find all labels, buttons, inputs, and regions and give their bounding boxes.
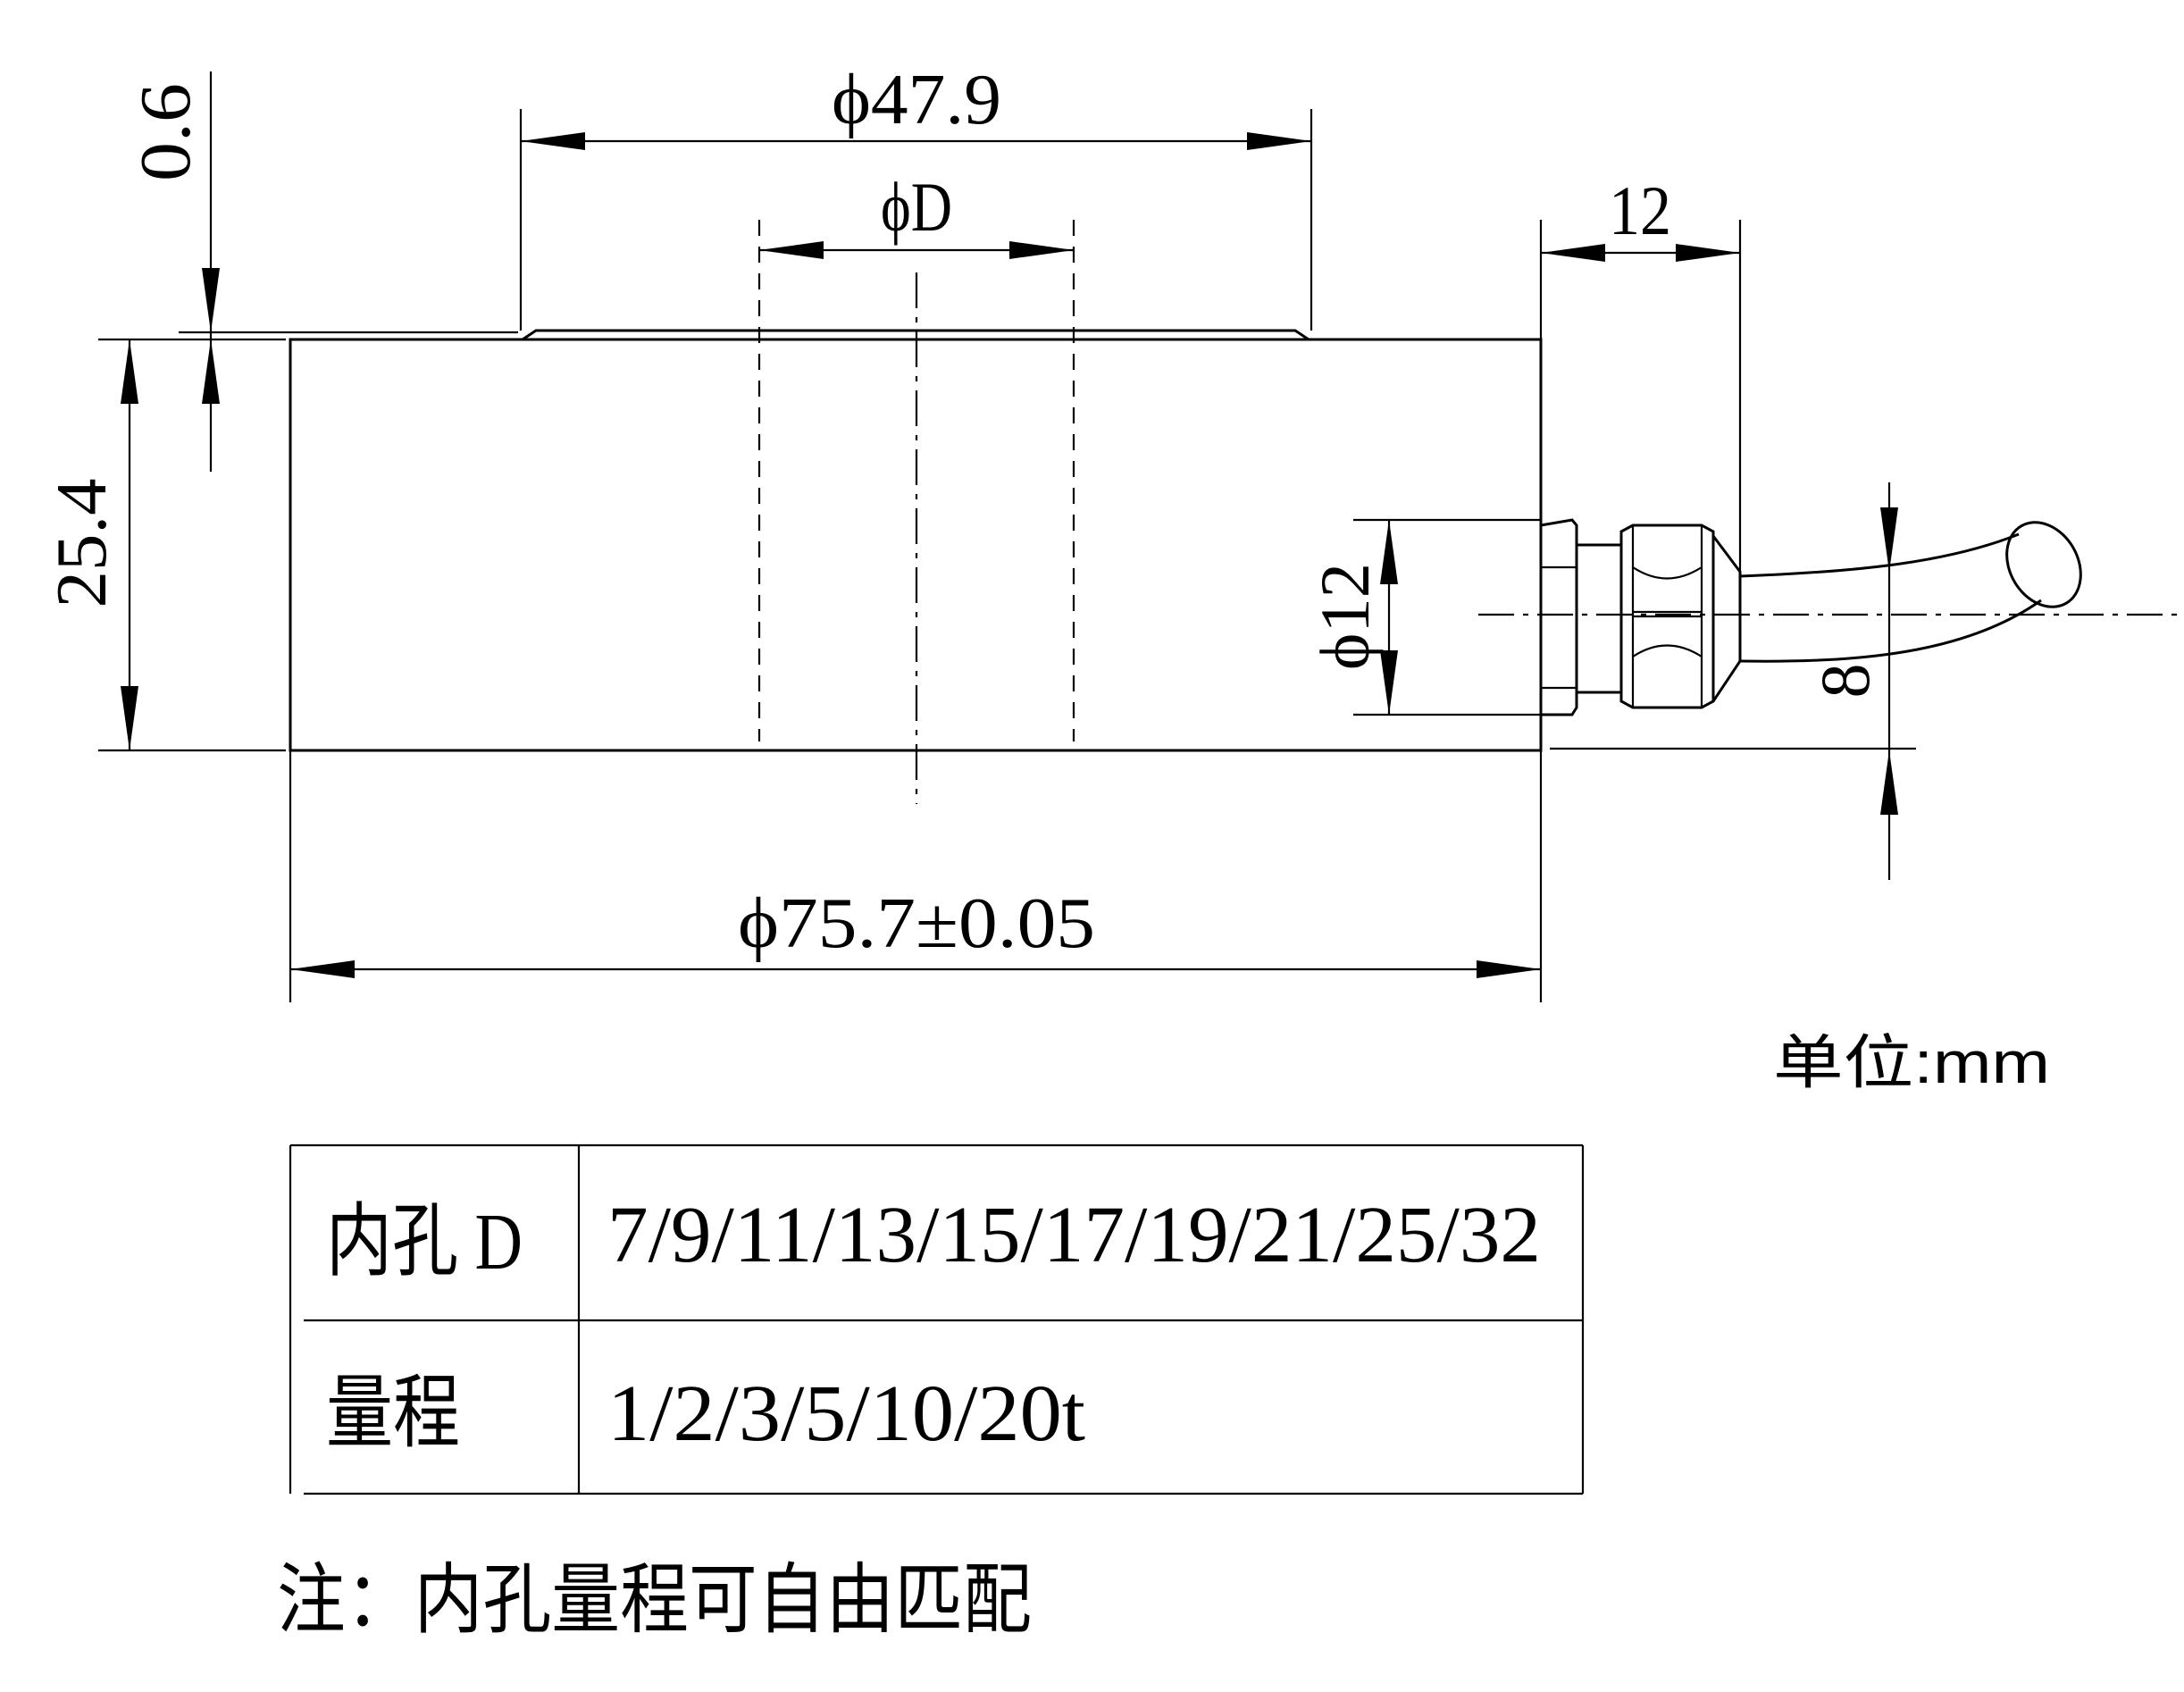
dim-body-height-label: 25.4 [43,479,121,608]
table-row-value: 7/9/11/13/15/17/19/21/25/32 [607,1191,1541,1279]
dim-connector-length: 12 [1539,172,1742,572]
table-row-label: 内孔 D [326,1198,523,1286]
dim-step-height-label: 0.6 [127,83,205,181]
unit-label: 单位:mm [1773,1029,2050,1095]
dim-body-height: 25.4 [43,339,286,752]
dim-inner-diameter: ϕD [759,168,1074,259]
dim-top-hole-diameter: ϕ47.9 [519,61,1313,331]
dim-outer-diameter-label: ϕ75.7±0.05 [738,884,1095,963]
dim-cable-diameter-label: 8 [1806,664,1884,699]
table-row: 内孔 D 7/9/11/13/15/17/19/21/25/32 [326,1191,1541,1286]
dim-inner-diameter-label: ϕD [881,168,952,246]
table-row-label: 量程 [326,1370,460,1458]
dim-top-hole-diameter-label: ϕ47.9 [832,61,1001,139]
cable-connector [1539,518,1742,716]
dim-connector-diameter-label: ϕ12 [1306,563,1384,670]
cable [1478,521,2184,663]
table-row: 量程 1/2/3/5/10/20t [326,1370,1085,1458]
inner-hole-hidden-lines [757,220,1075,804]
dim-connector-diameter: ϕ12 [1306,518,1541,716]
dim-cable-diameter: 8 [1550,482,1916,880]
dim-outer-diameter: ϕ75.7±0.05 [289,750,1543,1002]
table-row-value: 1/2/3/5/10/20t [607,1370,1085,1458]
dim-step-height: 0.6 [98,71,518,472]
spec-table: 内孔 D 7/9/11/13/15/17/19/21/25/32 量程 1/2/… [289,1143,1585,1495]
dim-connector-length-label: 12 [1609,172,1671,249]
note-text: 注：内孔量程可自由匹配 [277,1557,1032,1643]
